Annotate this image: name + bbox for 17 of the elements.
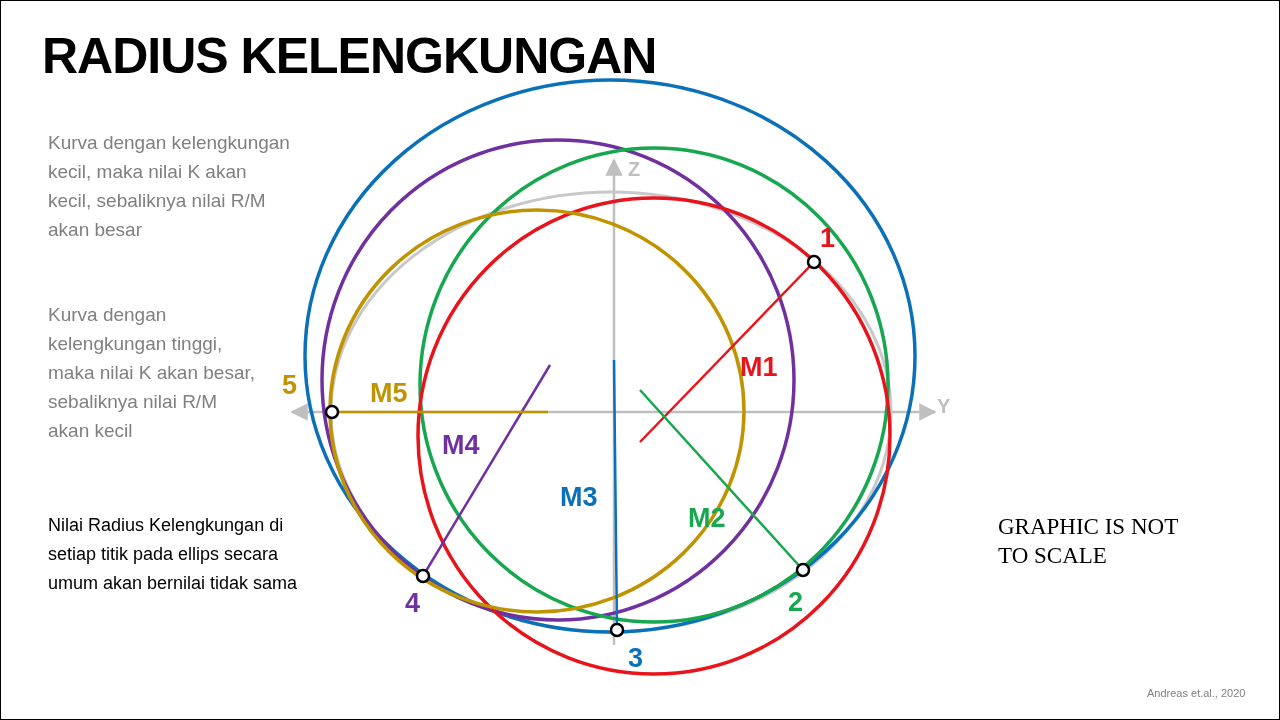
description-text: Nilai Radius Kelengkungan di setiap titik pada ellips secara umum akan bernilai tidak sama [48,514,299,595]
description-text: Kurva dengan kelengkungan tinggi, maka nilai K akan besar, sebaliknya nilai R/M akan kecil [48,303,256,443]
center-label: M4 [442,430,480,460]
citation-text: Andreas et.al., 2020 [1147,686,1246,700]
axis-label: Z [628,158,641,180]
point-number: 3 [628,643,644,673]
description-text: Kurva dengan kelengkungan kecil, maka nilai K akan kecil, sebaliknya nilai R/M akan besar [48,131,291,242]
axis-label: Y [937,395,951,417]
scale-note: GRAPHIC IS NOT TO SCALE [998,513,1179,570]
center-label: M3 [560,482,598,512]
point-number: 4 [405,588,421,618]
title: RADIUS KELENGKUNGAN [42,27,657,86]
point-number: 2 [788,587,804,617]
point-number: 1 [820,223,836,253]
center-label: M5 [370,378,408,408]
point-number: 5 [282,370,298,400]
center-label: M1 [740,352,778,382]
